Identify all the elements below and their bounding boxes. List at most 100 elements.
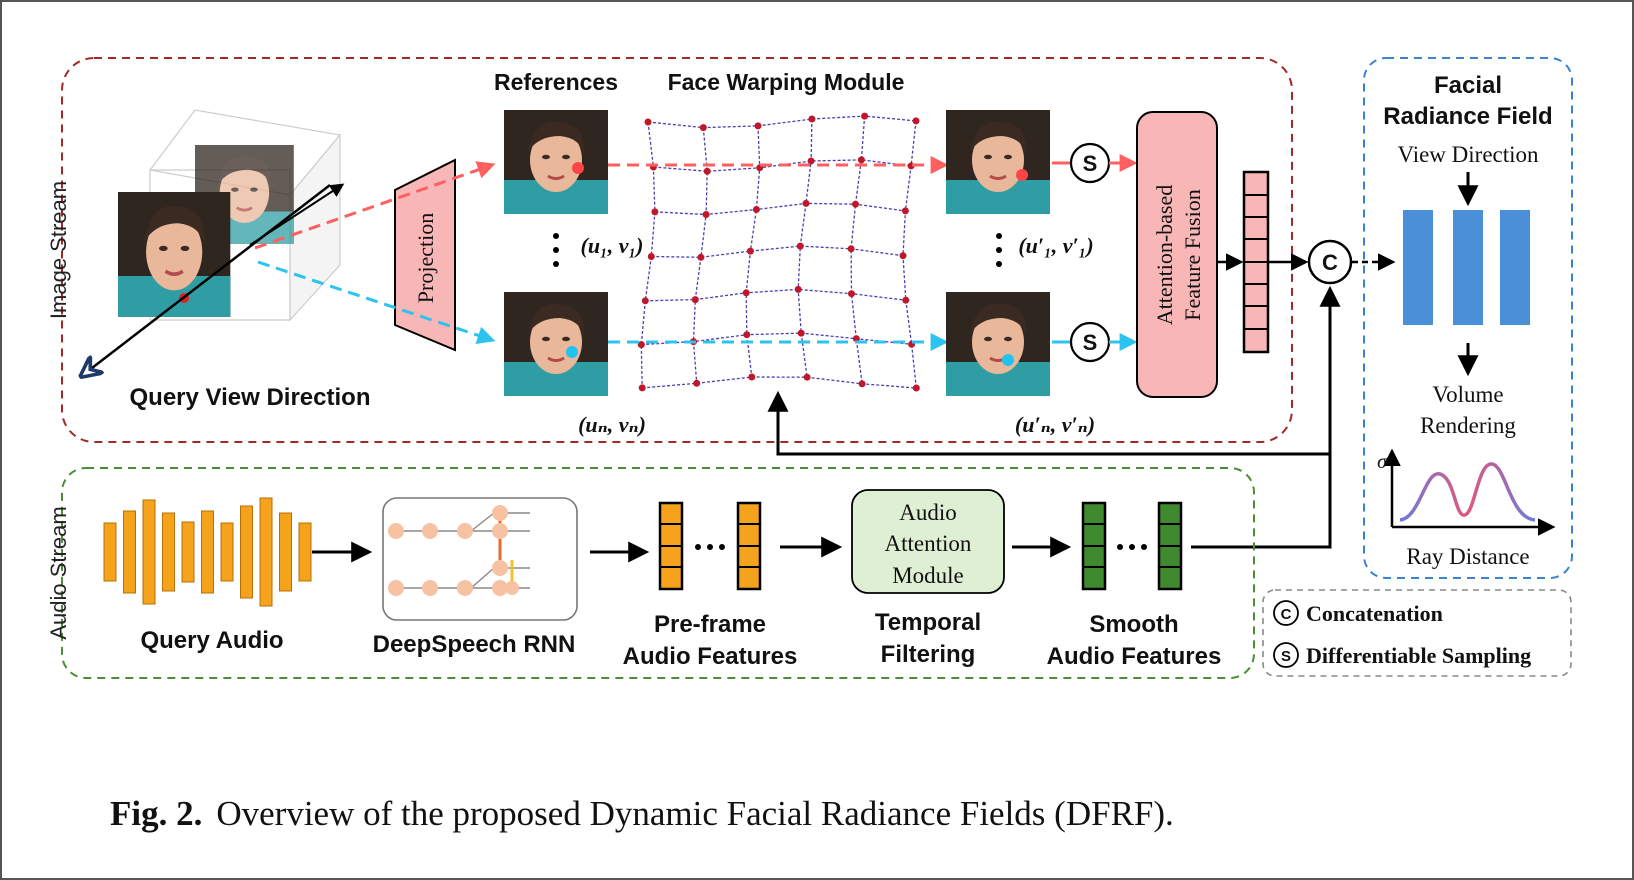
legend-concat-icon [1273,600,1299,626]
temporal-label-line2: Filtering [881,641,976,668]
reference-image-1 [502,108,610,216]
audio-wave-bar [123,510,136,594]
radiance-title-line1: Facial [1434,72,1502,99]
warp-grid-line [641,332,912,346]
warp-grid-node [748,373,756,381]
warp-grid-node [852,335,860,343]
radiance-field-box [1363,57,1573,579]
audio-stream-box [61,467,1255,679]
audio-wave-bar [103,522,117,582]
projection-plane [394,158,456,352]
radiance-title-line2: Radiance Field [1383,103,1552,130]
warp-grid-node [742,289,750,297]
warp-grid-node [697,253,705,261]
warp-grid-node [746,247,754,255]
coord-warp-n: (u′ₙ, v′ₙ) [1015,412,1095,437]
warp-grid-node [647,253,655,260]
sampling-symbol-1: S [1083,151,1098,176]
preframe-feature-1 [658,501,684,591]
nerf-mlp-bars [1403,210,1530,325]
attention-label-line2: Attention [885,531,972,556]
view-direction-label: View Direction [1397,142,1539,167]
warp-grid-line [647,115,917,129]
query-audio-waveform [103,497,312,607]
smooth-label-line2: Audio Features [1047,643,1222,670]
query-view-cube [116,109,342,322]
legend-concat-label: Concatenation [1306,601,1443,626]
reference-image-n [502,290,610,398]
warp-grid-node [691,296,699,304]
audio-wave-bar [220,522,234,582]
legend-sampling-label: Differentiable Sampling [1306,643,1531,668]
sigma-label: σ [1377,451,1388,473]
query-face-image [116,190,233,319]
warp-grid-node [852,200,859,208]
caption-text: Overview of the proposed Dynamic Facial … [216,794,1173,833]
preframe-label-line2: Audio Features [623,643,798,670]
warp-grid-node [638,384,646,392]
fusion-label-line1: Attention-based [1152,185,1177,326]
audio-wave-bar [298,522,312,582]
warp-grid-node [797,329,805,337]
audio-wave-bar [201,510,214,594]
fusion-label-line2: Feature Fusion [1180,189,1205,320]
concat-node [1307,239,1353,285]
warp-grid-line [654,202,906,216]
warp-grid-node [857,156,865,164]
warp-grid-node [637,341,645,349]
warped-image-1 [944,108,1052,216]
warp-grid-node [752,206,760,213]
preframe-ellipsis [695,544,725,550]
temporal-label-line1: Temporal [875,609,981,636]
attention-label-line1: Audio [899,500,957,525]
view-direction-arrow [249,183,345,246]
warp-grid [637,112,920,392]
query-audio-label: Query Audio [140,627,283,654]
audio-attention-block [851,489,1005,594]
warp-grid-node [912,384,920,392]
coord-ref-n: (uₙ, vₙ) [578,412,646,437]
warped-point-n [1002,354,1014,366]
warped-ellipsis [996,233,1002,267]
warped-image-n [944,290,1052,398]
density-plot [1383,448,1556,536]
query-view-direction-label: Query View Direction [130,384,371,411]
warp-grid-node [702,211,710,218]
warp-grid-node [808,115,816,123]
fused-feature-vector [1242,170,1270,354]
warp-grid-node [699,124,707,132]
warp-grid-node [794,285,802,293]
ray-distance-label: Ray Distance [1406,544,1529,569]
warp-grid-line [645,288,906,302]
reference-point-n [566,346,578,358]
attention-label-line3: Module [892,563,964,588]
warp-grid-node [644,118,652,126]
audio-wave-bar [162,512,175,592]
audio-wave-bar [279,512,292,592]
volume-label-line1: Volume [1432,382,1503,407]
legend-sampling-symbol: S [1281,648,1291,665]
smooth-feature-n [1157,501,1183,591]
smooth-feature-1 [1081,501,1107,591]
smooth-label-line1: Smooth [1089,611,1178,638]
warp-grid-node [703,167,711,175]
warp-grid-line [642,376,917,389]
deepspeech-label: DeepSpeech RNN [373,631,576,658]
warp-grid-node [803,373,811,381]
audio-to-concat-arrow [1191,285,1341,549]
concat-symbol: C [1322,250,1338,275]
warp-grid-node [754,122,762,130]
warp-grid-node [847,245,855,253]
face-warping-module-label: Face Warping Module [668,69,905,95]
view-direction-ray [92,184,331,368]
coord-ref-1: (u₁, v₁) [581,233,644,258]
deepspeech-block [382,497,578,621]
legend-box [1262,589,1572,677]
audio-wave-bar [181,521,195,583]
image-stream-box [61,57,1293,443]
warp-grid-node [912,117,920,125]
feature-fusion-block [1136,111,1218,398]
legend-concat-symbol: C [1281,606,1292,623]
references-label: References [494,69,618,95]
